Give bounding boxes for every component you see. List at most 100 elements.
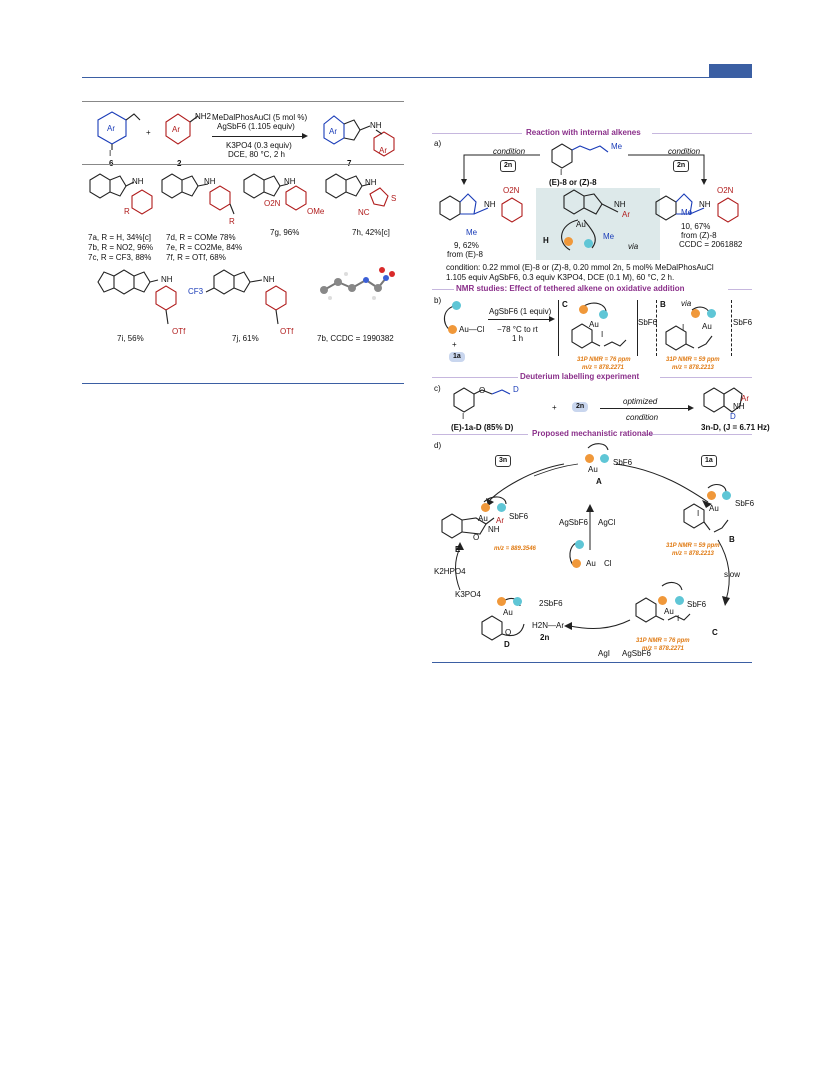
b-aucl: Au—Cl [459, 325, 485, 334]
left-bottom-rule [82, 383, 404, 384]
p9-nh: NH [484, 200, 496, 209]
pre-n-atom [575, 540, 584, 549]
dd-2sbf6: 2SbF6 [539, 599, 563, 608]
e-n-atom [497, 503, 506, 512]
dd-h2nar: H2N—Ar [532, 621, 565, 630]
b-c-label: C [562, 300, 568, 309]
section-c-rule-left [432, 377, 518, 378]
c-arrowhead [688, 405, 694, 411]
h-n-atom [584, 239, 593, 248]
p10-me: Me [681, 208, 693, 217]
section-c-heading: Deuterium labelling experiment [520, 372, 640, 381]
arrow-to-9 [461, 154, 540, 185]
structure-10 [655, 193, 739, 223]
p7d-nh: NH [204, 177, 216, 186]
c-prod-label: 3n-D, (J = 6.71 Hz) [701, 423, 770, 432]
label-7h: 7h, 42%[c] [352, 228, 390, 237]
cycle-arrows [455, 463, 730, 630]
h-ar: Ar [622, 210, 630, 219]
h-au: Au [576, 220, 586, 229]
structure-7g [243, 173, 307, 211]
structure-h [561, 189, 619, 251]
p7g-o2n: O2N [264, 199, 281, 208]
c-prod-d: D [730, 412, 736, 421]
c-sm-label: (E)-1a-D (85% D) [451, 423, 514, 432]
c-sbf6: SbF6 [638, 318, 658, 327]
dc-i: I [677, 614, 680, 623]
pre-p-atom [572, 559, 581, 568]
structure-2 [165, 113, 199, 145]
structure-e [441, 496, 507, 539]
structure-3n-d [703, 387, 743, 413]
c-arrow-bottom: condition [626, 413, 659, 422]
section-d-heading: Proposed mechanistic rationale [532, 429, 653, 438]
b-arrow [488, 319, 551, 320]
dc-nmr-1: 31P NMR = 76 ppm [636, 638, 690, 644]
section-b-letter: b) [434, 296, 442, 305]
tag-2n-right: 2n [673, 160, 690, 172]
p10-o2n: O2N [717, 186, 734, 195]
p7a-r: R [124, 207, 130, 216]
sm8-i: I [560, 168, 563, 177]
dc-nmr-2: m/z = 878.2271 [642, 646, 684, 652]
b-b-label: B [660, 300, 666, 309]
p9-o2n: O2N [503, 186, 520, 195]
p7d-r: R [229, 217, 235, 226]
d-agsbf6: AgSbF6 [622, 649, 651, 658]
c-nmr-1: 31P NMR = 76 ppm [577, 357, 631, 363]
c-i: I [601, 330, 604, 339]
dd-au: Au [503, 608, 513, 617]
d-agi: AgI [598, 649, 611, 658]
pre-cl: Cl [604, 559, 612, 568]
a-sbf6: SbF6 [613, 458, 633, 467]
label-7d: 7d, R = COMe 78% [166, 233, 236, 242]
db-p-atom [707, 491, 716, 500]
sm2-nh2: NH2 [195, 112, 212, 121]
structure-9 [439, 193, 523, 223]
section-b-rule-right [728, 289, 752, 290]
sm8-me: Me [611, 142, 623, 151]
p7i-otf: OTf [172, 327, 186, 336]
b-nmr-2: m/z = 878.2213 [672, 365, 714, 371]
db-i: I [697, 509, 700, 518]
c-o: O [479, 386, 486, 395]
dd-label: D [504, 640, 510, 649]
structure-7h [325, 173, 389, 207]
structure-c-d [635, 581, 691, 623]
section-d-rule-right [646, 434, 752, 435]
dd-2n: 2n [540, 633, 550, 642]
c-p-atom [579, 305, 588, 314]
label-7b: 7b, R = NO2, 96% [88, 243, 154, 252]
p7a-nh: NH [132, 177, 144, 186]
c-sm-i: I [462, 412, 465, 421]
center-agsbf6: AgSbF6 [559, 518, 588, 527]
prod7-ar1: Ar [329, 127, 337, 136]
structure-7a-c [89, 173, 153, 215]
section-a-letter: a) [434, 139, 442, 148]
db-nmr-2: m/z = 878.2213 [672, 551, 714, 557]
h-label: H [543, 236, 549, 245]
bb-n-atom [707, 309, 716, 318]
cond-left: condition [493, 147, 526, 156]
p7h-s: S [391, 194, 397, 203]
c-arrow-top: optimized [623, 397, 658, 406]
b-temp: −78 °C to rt [497, 325, 538, 334]
e-ar: Ar [496, 516, 504, 525]
section-c-rule-right [660, 377, 752, 378]
p10-yield: 10, 67% [681, 222, 711, 231]
db-au: Au [709, 504, 719, 513]
e-label: E [455, 545, 461, 554]
label-7j: 7j, 61% [232, 334, 259, 343]
section-d-letter: d) [434, 441, 442, 450]
c-prod-nh: NH [733, 402, 745, 411]
b-time: 1 h [512, 334, 524, 343]
sm6-ar: Ar [107, 124, 115, 133]
sm6-i: I [109, 149, 112, 158]
structure-8 [551, 143, 609, 169]
bb-p-atom [691, 309, 700, 318]
dc-au: Au [664, 607, 674, 616]
structure-1a-d [453, 387, 511, 413]
prod7-nh: NH [370, 121, 382, 130]
a-n-atom [600, 454, 609, 463]
c-nmr-2: m/z = 878.2271 [582, 365, 624, 371]
